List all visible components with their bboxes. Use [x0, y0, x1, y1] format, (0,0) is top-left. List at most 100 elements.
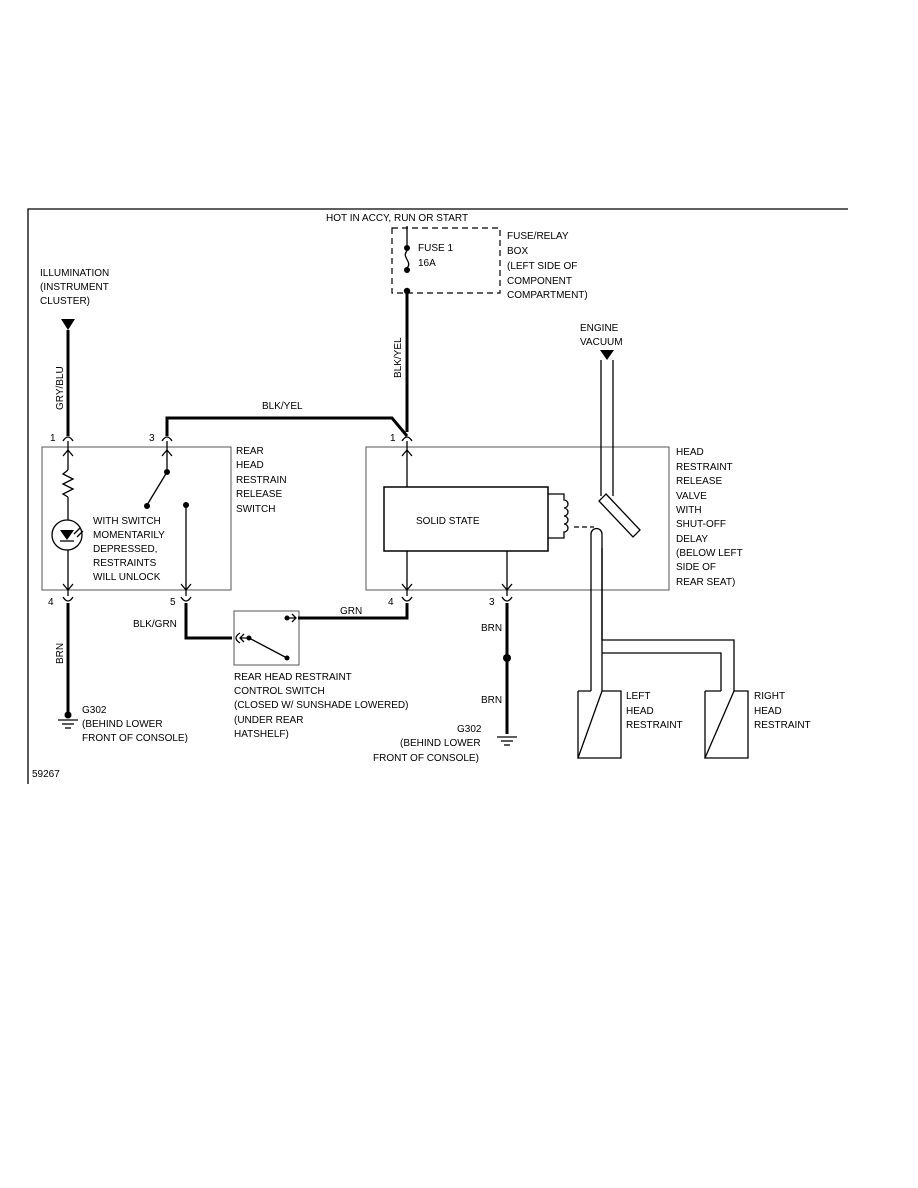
left-restraint-label-2: HEAD — [626, 706, 654, 717]
engine-vacuum-label-1: ENGINE — [580, 323, 619, 334]
arrow-down-icon — [62, 583, 74, 592]
valve-label-7: DELAY — [676, 534, 708, 545]
right-head-restraint: RIGHT HEAD RESTRAINT — [704, 690, 811, 759]
diagram-id: 59267 — [32, 769, 60, 780]
left-restraint-label-3: RESTRAINT — [626, 720, 683, 731]
fuse-box-location-4: COMPONENT — [507, 276, 572, 287]
release-switch-note-4: RESTRAINTS — [93, 558, 157, 569]
ground-right-label-1: G302 — [457, 724, 482, 735]
release-switch-label-2: HEAD — [236, 460, 264, 471]
ground-left-label-3: FRONT OF CONSOLE) — [82, 733, 188, 744]
pin-sw-5: 5 — [170, 597, 176, 608]
release-switch-note-2: MOMENTARILY — [93, 530, 165, 541]
led-diode-icon — [60, 530, 74, 540]
arrow-right-icon — [287, 613, 297, 623]
fuse-symbol — [404, 250, 410, 269]
left-restraint-label-1: LEFT — [626, 691, 650, 702]
fuse-box-outline — [391, 227, 501, 294]
valve-label-10: REAR SEAT) — [676, 577, 735, 588]
fuse-rating: 16A — [418, 258, 436, 269]
wire-label-blk-yel-vertical: BLK/YEL — [393, 337, 404, 378]
valve-label-3: RELEASE — [676, 476, 722, 487]
valve-label-1: HEAD — [676, 447, 704, 458]
ground-left: G302 (BEHIND LOWER FRONT OF CONSOLE) — [58, 705, 188, 744]
control-switch-label-1: REAR HEAD RESTRAINT — [234, 672, 352, 683]
vacuum-valve-flap — [598, 493, 641, 538]
control-switch-label-4: (UNDER REAR — [234, 715, 303, 726]
arrow-up-icon — [62, 448, 74, 457]
release-switch-note-1: WITH SWITCH — [93, 516, 161, 527]
release-switch-box — [41, 446, 232, 591]
diagram-frame — [27, 208, 848, 784]
pin-sw-1: 1 — [50, 433, 56, 444]
illumination-label-3: CLUSTER) — [40, 296, 90, 307]
release-valve: 1 SOLID STATE 4 3 HEAD RESTRAINT RELEASE… — [365, 433, 743, 608]
valve-label-6: SHUT-OFF — [676, 519, 726, 530]
pin-valve-1: 1 — [390, 433, 396, 444]
release-valve-box — [365, 446, 670, 591]
ground-right: G302 (BEHIND LOWER FRONT OF CONSOLE) — [373, 724, 517, 764]
resistor-symbol — [61, 469, 75, 498]
wire-label-grn: GRN — [340, 606, 362, 617]
vacuum-arrow-icon — [600, 350, 614, 360]
right-restraint-label-1: RIGHT — [754, 691, 785, 702]
illumination-source: ILLUMINATION (INSTRUMENT CLUSTER) — [40, 268, 109, 330]
illumination-label-2: (INSTRUMENT — [40, 282, 109, 293]
release-switch-label-1: REAR — [236, 446, 264, 457]
solenoid-coil — [548, 493, 569, 539]
fuse-relay-box: HOT IN ACCY, RUN OR START FUSE 1 16A FUS… — [326, 213, 588, 301]
control-switch-blade — [248, 637, 288, 659]
valve-label-2: RESTRAINT — [676, 462, 733, 473]
control-switch-label-3: (CLOSED W/ SUNSHADE LOWERED) — [234, 700, 408, 711]
ground-right-label-3: FRONT OF CONSOLE) — [373, 753, 479, 764]
release-switch-label-5: SWITCH — [236, 504, 275, 515]
splice-dot — [503, 654, 511, 662]
illumination-label-1: ILLUMINATION — [40, 268, 109, 279]
release-switch-label-3: RESTRAIN — [236, 475, 287, 486]
release-switch-note-3: DEPRESSED, — [93, 544, 157, 555]
solid-state-label: SOLID STATE — [416, 516, 480, 527]
wire-blk-grn — [184, 603, 232, 640]
valve-label-5: WITH — [676, 505, 702, 516]
release-switch-note-5: WILL UNLOCK — [93, 572, 161, 583]
wire-label-gry-blu: GRY/BLU — [55, 366, 66, 410]
hot-supply-label: HOT IN ACCY, RUN OR START — [326, 213, 468, 224]
pin-sw-3: 3 — [149, 433, 155, 444]
fuse-box-location-3: (LEFT SIDE OF — [507, 261, 577, 272]
ground-right-label-2: (BEHIND LOWER — [400, 738, 481, 749]
control-switch-label-2: CONTROL SWITCH — [234, 686, 325, 697]
pin-valve-3: 3 — [489, 597, 495, 608]
left-head-restraint: LEFT HEAD RESTRAINT — [577, 690, 683, 759]
release-switch: 1 3 4 5 WITH SWITCH MOMENTARILY DEPRESSE… — [41, 433, 287, 608]
fuse-box-location-2: BOX — [507, 246, 528, 257]
fuse-name: FUSE 1 — [418, 243, 453, 254]
pin-valve-4: 4 — [388, 597, 394, 608]
switch-blade — [146, 471, 168, 506]
wire-label-blk-yel-top: BLK/YEL — [262, 401, 303, 412]
wire-label-blk-grn: BLK/GRN — [133, 619, 177, 630]
valve-label-8: (BELOW LEFT — [676, 548, 743, 559]
control-switch-label-5: HATSHELF) — [234, 729, 289, 740]
ground-left-label-1: G302 — [82, 705, 107, 716]
wire-blk-yel-top — [165, 416, 409, 437]
led-symbol — [51, 519, 83, 551]
right-restraint-label-2: HEAD — [754, 706, 782, 717]
wire-grn — [298, 603, 409, 620]
illumination-arrow-icon — [61, 319, 75, 330]
fuse-box-location-1: FUSE/RELAY — [507, 231, 569, 242]
engine-vacuum-label-2: VACUUM — [580, 337, 623, 348]
control-switch-box — [233, 610, 300, 666]
solid-state-module — [383, 486, 549, 552]
control-switch: REAR HEAD RESTRAINT CONTROL SWITCH (CLOS… — [233, 610, 408, 740]
fuse-box-location-5: COMPARTMENT) — [507, 290, 588, 301]
ground-left-label-2: (BEHIND LOWER — [82, 719, 163, 730]
valve-label-9: SIDE OF — [676, 562, 716, 573]
pin-sw-4: 4 — [48, 597, 54, 608]
valve-label-4: VALVE — [676, 491, 707, 502]
release-switch-label-4: RELEASE — [236, 489, 282, 500]
wire-label-brn-left: BRN — [55, 643, 66, 664]
wire-label-brn-right-bottom: BRN — [481, 695, 502, 706]
engine-vacuum: ENGINE VACUUM — [580, 323, 735, 691]
right-restraint-label-3: RESTRAINT — [754, 720, 811, 731]
